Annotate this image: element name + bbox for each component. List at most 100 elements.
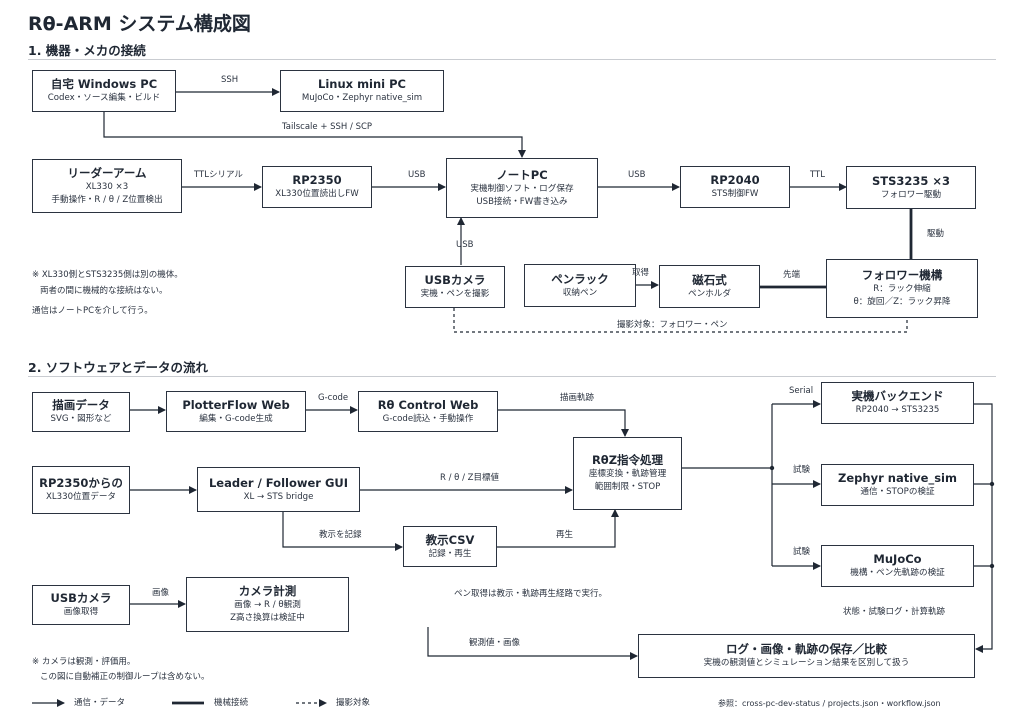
link-shoot-target	[450, 301, 908, 333]
box-title: カメラ計測	[238, 584, 297, 598]
box-subtitle: 範囲制限・STOP	[594, 482, 661, 492]
linux-mini-pc-box: Linux mini PC MuJoCo・Zephyr native_sim	[280, 70, 444, 112]
leader-follower-gui-box: Leader / Follower GUI XL → STS bridge	[197, 467, 360, 512]
box-subtitle: 座標変換・軌跡管理	[588, 469, 667, 479]
rp2350-data-box: RP2350からの XL330位置データ	[32, 466, 130, 514]
control-web-box: Rθ Control Web G-code読込・手動操作	[358, 391, 498, 432]
note-text: ※ XL330側とSTS3235側は別の機体。	[32, 270, 183, 280]
box-title: RP2350からの	[39, 476, 123, 490]
sts3235-box: STS3235 ×3 フォロワー駆動	[846, 166, 976, 209]
label-drive: 駆動	[927, 229, 945, 239]
rp2350-box: RP2350 XL330位置読出しFW	[262, 166, 372, 208]
box-title: RθZ指令処理	[591, 453, 664, 467]
box-subtitle: RP2040 → STS3235	[855, 405, 940, 415]
box-subtitle: XL330位置読出しFW	[275, 189, 359, 199]
box-subtitle: 編集・G-code生成	[199, 413, 273, 424]
box-title: 自宅 Windows PC	[50, 77, 158, 91]
box-title: ペンラック	[551, 271, 609, 286]
box-subtitle: 実機・ペンを撮影	[420, 289, 490, 299]
label-shoot-target: 撮影対象：フォロワー・ペン	[617, 320, 728, 330]
note-text: ※ カメラは観測・評価用。	[32, 657, 136, 667]
mujoco-box: MuJoCo 機構・ペン先軌跡の検証	[821, 545, 974, 587]
magnet-holder-box: 磁石式 ペンホルダ	[659, 265, 760, 308]
flow-draw-path	[498, 409, 629, 437]
box-title: Leader / Follower GUI	[208, 475, 349, 490]
box-subtitle: 記録・再生	[428, 548, 472, 559]
label-ssh: SSH	[221, 75, 239, 85]
label-tailscale: Tailscale + SSH / SCP	[282, 122, 373, 132]
legend-mech-label: 機械接続	[214, 698, 249, 708]
page-title: Rθ-ARM システム構成図	[28, 13, 251, 35]
box-subtitle: XL → STS bridge	[243, 491, 314, 502]
label-ttl-serial: TTLシリアル	[194, 170, 243, 180]
box-title: MuJoCo	[873, 552, 922, 566]
divider	[28, 376, 996, 377]
box-title: RP2040	[710, 173, 760, 187]
box-title: STS3235 ×3	[871, 173, 951, 188]
flow-log-return	[974, 403, 993, 653]
rp2040-box: RP2040 STS制御FW	[680, 166, 790, 208]
box-subtitle: フォロワー駆動	[880, 189, 942, 200]
pen-rack-box: ペンラック 収納ペン	[524, 264, 636, 307]
home-windows-pc-box: 自宅 Windows PC Codex・ソース編集・ビルド	[32, 70, 176, 112]
note-text: 通信はノートPCを介して行う。	[32, 306, 153, 316]
flow-replay	[497, 509, 619, 548]
box-title: 磁石式	[692, 272, 727, 287]
box-title: ノートPC	[496, 167, 548, 182]
follower-mechanism-box: フォロワー機構 R：ラック伸縮 θ：旋回／Z：ラック昇降	[826, 259, 978, 318]
box-title: 教示CSV	[425, 532, 475, 547]
label-status-log: 状態・試験ログ・計算軌跡	[843, 607, 946, 617]
label-gcode: G-code	[318, 393, 349, 403]
box-subtitle: R：ラック伸縮	[873, 284, 931, 294]
usb-camera-box: USBカメラ 実機・ペンを撮影	[405, 266, 505, 308]
flow-record	[282, 512, 403, 551]
box-subtitle: USB接続・FW書き込み	[476, 196, 568, 207]
box-subtitle: 通信・STOPの検証	[860, 487, 935, 497]
reference-note: 参照：cross-pc-dev-status / projects.json・w…	[718, 699, 941, 708]
flow-obs-image	[427, 627, 638, 660]
box-title: PlotterFlow Web	[182, 397, 290, 412]
box-title: ログ・画像・軌跡の保存／比較	[726, 642, 887, 656]
note-text: 両者の間に機械的な接続はない。	[40, 286, 168, 296]
box-subtitle: XL330 ×3	[85, 181, 129, 192]
box-subtitle: 機構・ペン先軌跡の検証	[850, 568, 945, 578]
label-take: 取得	[632, 268, 650, 278]
box-subtitle: STS制御FW	[711, 189, 759, 199]
divider	[28, 59, 996, 60]
box-title: フォロワー機構	[861, 268, 943, 282]
label-test: 試験	[793, 465, 811, 475]
log-compare-box: ログ・画像・軌跡の保存／比較 実機の観測値とシミュレーション結果を区別して扱う	[638, 634, 975, 678]
box-title: RP2350	[292, 173, 342, 187]
box-subtitle: Codex・ソース編集・ビルド	[47, 93, 161, 103]
label-usb: USB	[628, 170, 646, 180]
plotterflow-web-box: PlotterFlow Web 編集・G-code生成	[166, 391, 306, 432]
box-subtitle: 実機制御ソフト・ログ保存	[470, 183, 574, 194]
box-subtitle: SVG・図形など	[50, 414, 112, 424]
label-obs-image: 観測値・画像	[469, 638, 521, 648]
teach-csv-box: 教示CSV 記録・再生	[403, 526, 497, 567]
label-usb: USB	[408, 170, 426, 180]
real-backend-box: 実機バックエンド RP2040 → STS3235	[821, 382, 974, 424]
draw-data-box: 描画データ SVG・図形など	[32, 392, 130, 432]
box-subtitle: 実機の観測値とシミュレーション結果を区別して扱う	[703, 658, 910, 668]
box-title: USBカメラ	[424, 273, 486, 287]
box-title: Linux mini PC	[318, 77, 406, 91]
leader-arm-box: リーダーアーム XL330 ×3 手動操作・R / θ / Z位置検出	[32, 159, 182, 213]
label-rtz-target: R / θ / Z目標値	[440, 473, 499, 483]
section-heading-hardware: 1. 機器・メカの接続	[28, 43, 146, 58]
box-title: 描画データ	[52, 398, 110, 412]
box-title: Rθ Control Web	[377, 397, 479, 412]
note-pc-box: ノートPC 実機制御ソフト・ログ保存 USB接続・FW書き込み	[446, 158, 598, 218]
section-heading-software: 2. ソフトウェアとデータの流れ	[28, 360, 209, 375]
box-subtitle: 画像取得	[63, 607, 99, 617]
box-title: 実機バックエンド	[851, 389, 944, 403]
box-subtitle: G-code読込・手動操作	[382, 413, 474, 424]
rtz-command-box: RθZ指令処理 座標変換・軌跡管理 範囲制限・STOP	[573, 437, 682, 510]
link-tailscale	[100, 105, 526, 158]
label-draw-path: 描画軌跡	[560, 393, 595, 403]
box-subtitle: MuJoCo・Zephyr native_sim	[301, 93, 423, 103]
box-subtitle: XL330位置データ	[45, 492, 117, 502]
box-subtitle: ペンホルダ	[688, 288, 731, 299]
